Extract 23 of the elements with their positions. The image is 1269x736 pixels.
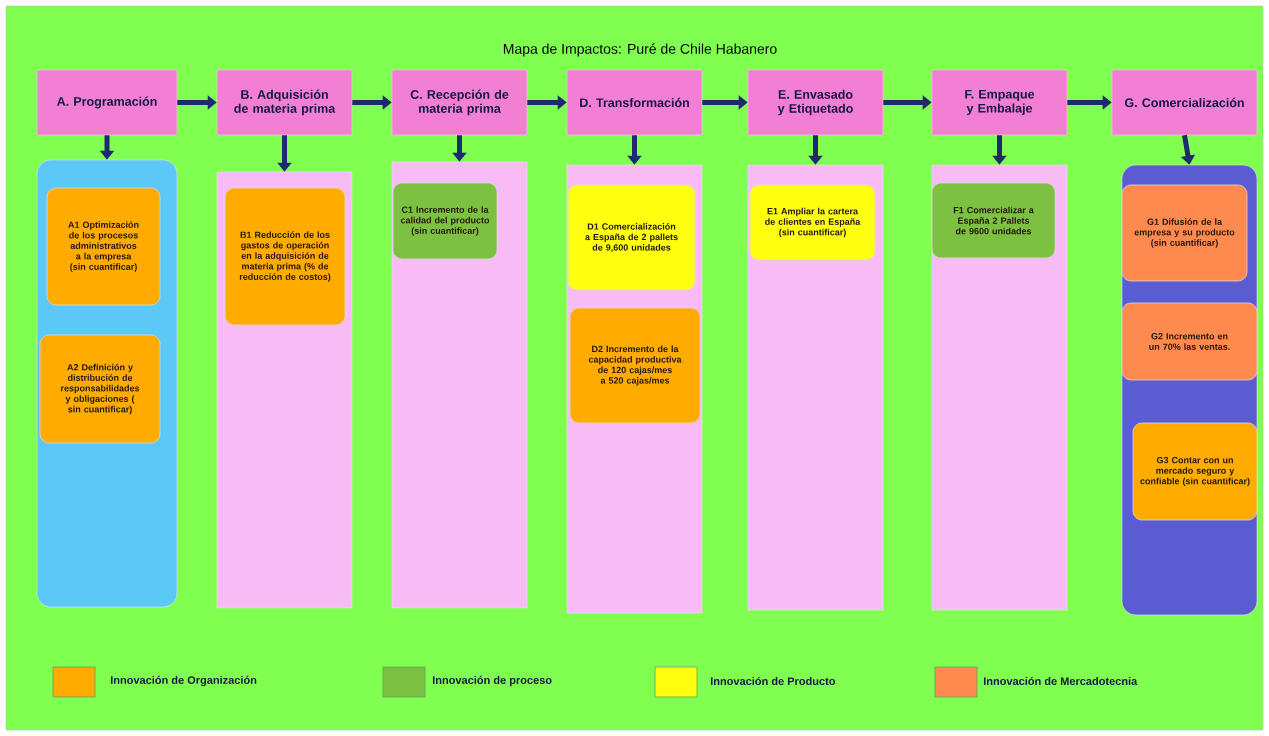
title: Mapa de Impactos: Puré de Chile Habanero — [503, 43, 777, 57]
stage-box: D. Transformación — [566, 69, 703, 136]
stage-box: B. Adquisición de materia prima — [216, 69, 353, 136]
legend-label: Innovación de Mercadotecnia — [983, 676, 1138, 686]
stage-box: A. Programación — [36, 69, 178, 136]
impact-box: G2 Incremento en un 70% las ventas. — [1121, 302, 1258, 381]
impact-box: G1 Difusión de la empresa y su producto (sin cuantificar) — [1121, 184, 1248, 282]
impact-box: E1 Ampliar la cartera de clientes en España (sin cuantificar) — [749, 184, 876, 261]
impact-box: G3 Contar con un mercado seguro y confiable (sin cuantificar) — [1132, 422, 1258, 521]
legend-label: Innovación de Producto — [710, 676, 836, 686]
impact-box: A1 Optimización de los procesos administrativos a la empresa (sin cuantificar) — [46, 187, 161, 306]
stage-box: G. Comercialización — [1111, 69, 1258, 136]
impact-box: D1 Comercialización a España de 2 pallets de 9,600 unidades — [567, 184, 696, 291]
impact-box: D2 Incremento de la capacidad productiva de 120 cajas/mes a 520 cajas/mes — [569, 307, 701, 424]
impact-box: B1 Reducción de los gastos de operación en la adquisición de materia prima (% de reducción de costos) — [224, 187, 346, 326]
stage-box: C. Recepción de materia prima — [391, 69, 528, 136]
impact-box: F1 Comercializar a España 2 Pallets de 9600 unidades — [931, 182, 1056, 259]
legend-label: Innovación de proceso — [432, 675, 552, 687]
stage-box: F. Empaque y Embalaje — [931, 69, 1068, 136]
impact-box: C1 Incremento de la calidad del producto (sin cuantificar) — [392, 182, 498, 260]
stage-box: E. Envasado y Etiquetado — [747, 69, 884, 136]
legend-label: Innovación de Organización — [110, 675, 257, 687]
impact-box: A2 Definición y distribución de responsabilidades y obligaciones ( sin cuantificar) — [39, 334, 161, 444]
